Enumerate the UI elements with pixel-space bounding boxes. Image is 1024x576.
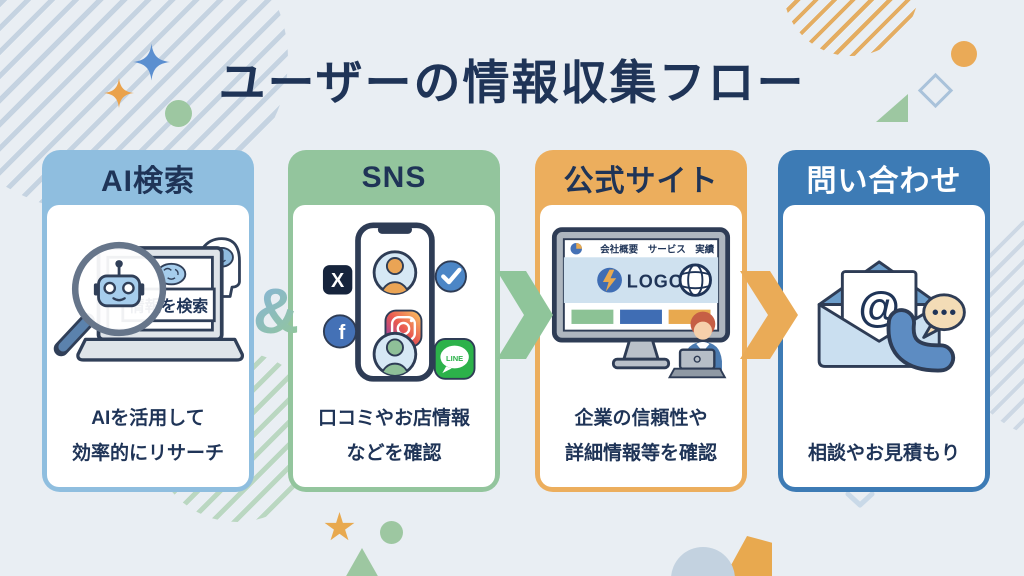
- card-sns-body: X: [293, 205, 495, 487]
- sparkle-icon-blue: [133, 43, 170, 81]
- card-contact-caption: 相談やお見積もり: [808, 436, 960, 487]
- ai-search-illustration: 情報を検索: [47, 205, 249, 401]
- user-avatar-icon: [372, 250, 418, 295]
- caption-line: などを確認: [346, 442, 442, 464]
- blue-circle-bottom: [671, 547, 735, 576]
- orange-circle-top-right: [951, 41, 977, 67]
- woman-with-laptop-illustration: [667, 311, 727, 379]
- svg-text:X: X: [331, 270, 345, 292]
- arrow-right-icon-green: [497, 271, 553, 359]
- ampersand-connector: &: [248, 274, 304, 348]
- svg-text:LINE: LINE: [446, 354, 463, 363]
- svg-text:f: f: [339, 322, 346, 344]
- line-icon: LINE: [433, 337, 476, 380]
- card-official-site-body: 会社概要 サービス 実績 LOGO: [540, 205, 742, 487]
- sparkle-icon-orange: [104, 78, 134, 108]
- phone-receiver-icon: [886, 308, 956, 373]
- company-logo-icon: [597, 267, 622, 293]
- star-icon-orange: [324, 512, 355, 541]
- card-contact-body: @: [783, 205, 985, 487]
- contact-icons: @: [817, 260, 966, 373]
- green-triangle-bottom: [345, 548, 379, 576]
- card-official-site: 公式サイト 会社概要 サービス 実績: [535, 150, 747, 492]
- caption-line: 口コミやお店情報: [317, 407, 470, 429]
- card-contact: 問い合わせ @: [778, 150, 990, 492]
- facebook-icon: f: [322, 314, 358, 349]
- site-logo-text: LOGO: [627, 272, 684, 292]
- card-official-site-title: 公式サイト: [563, 164, 719, 198]
- verified-badge-icon: [434, 260, 467, 293]
- card-ai-search-body: 情報を検索: [47, 205, 249, 487]
- official-site-illustration: 会社概要 サービス 実績 LOGO: [540, 205, 742, 401]
- desktop-monitor-icon: 会社概要 サービス 実績 LOGO: [551, 227, 731, 379]
- phone-notch: [377, 225, 412, 234]
- card-sns-caption: 口コミやお店情報 などを確認: [318, 401, 470, 487]
- site-nav-links: 会社概要 サービス 実績: [600, 243, 715, 255]
- card-official-site-header: 公式サイト: [540, 150, 742, 205]
- caption-line: AIを活用して: [91, 407, 205, 429]
- globe-icon: [678, 263, 712, 297]
- card-sns-title: SNS: [361, 160, 427, 194]
- laptop-search-icon: 情報を検索: [53, 237, 245, 362]
- card-sns: SNS X: [288, 150, 500, 492]
- card-official-site-caption: 企業の信頼性や 詳細情報等を確認: [565, 401, 717, 487]
- card-contact-title: 問い合わせ: [806, 164, 962, 198]
- contact-illustration: @: [783, 205, 985, 436]
- caption-line: 詳細情報等を確認: [564, 442, 717, 464]
- card-ai-search-caption: AIを活用して 効率的にリサーチ: [72, 401, 224, 487]
- caption-line: 効率的にリサーチ: [71, 442, 224, 464]
- content-block-blue: [620, 309, 662, 324]
- content-block-green: [571, 309, 614, 324]
- card-sns-header: SNS: [293, 150, 495, 205]
- arrow-right-icon-orange: [740, 271, 798, 359]
- card-ai-search-header: AI検索: [47, 150, 249, 205]
- card-ai-search: AI検索: [42, 150, 254, 492]
- user-avatar-icon: [372, 331, 418, 377]
- sns-illustration: X: [293, 205, 495, 401]
- caption-line: 企業の信頼性や: [574, 407, 708, 429]
- green-circle-top-left: [165, 100, 192, 127]
- card-contact-header: 問い合わせ: [783, 150, 985, 205]
- monitor-base: [611, 357, 671, 370]
- x-app-icon: X: [322, 264, 353, 295]
- speech-bubble-icon: [922, 293, 966, 340]
- card-ai-search-title: AI検索: [101, 164, 195, 198]
- chevron-down-icon: [845, 492, 875, 508]
- page-title: ユーザーの情報収集フロー: [218, 56, 806, 109]
- green-circle-bottom: [380, 521, 403, 544]
- smartphone-icon: X: [322, 222, 476, 382]
- monitor-stand: [621, 338, 661, 361]
- caption-line: 相談やお見積もり: [807, 442, 960, 464]
- magnifier-robot-icon: [53, 241, 167, 357]
